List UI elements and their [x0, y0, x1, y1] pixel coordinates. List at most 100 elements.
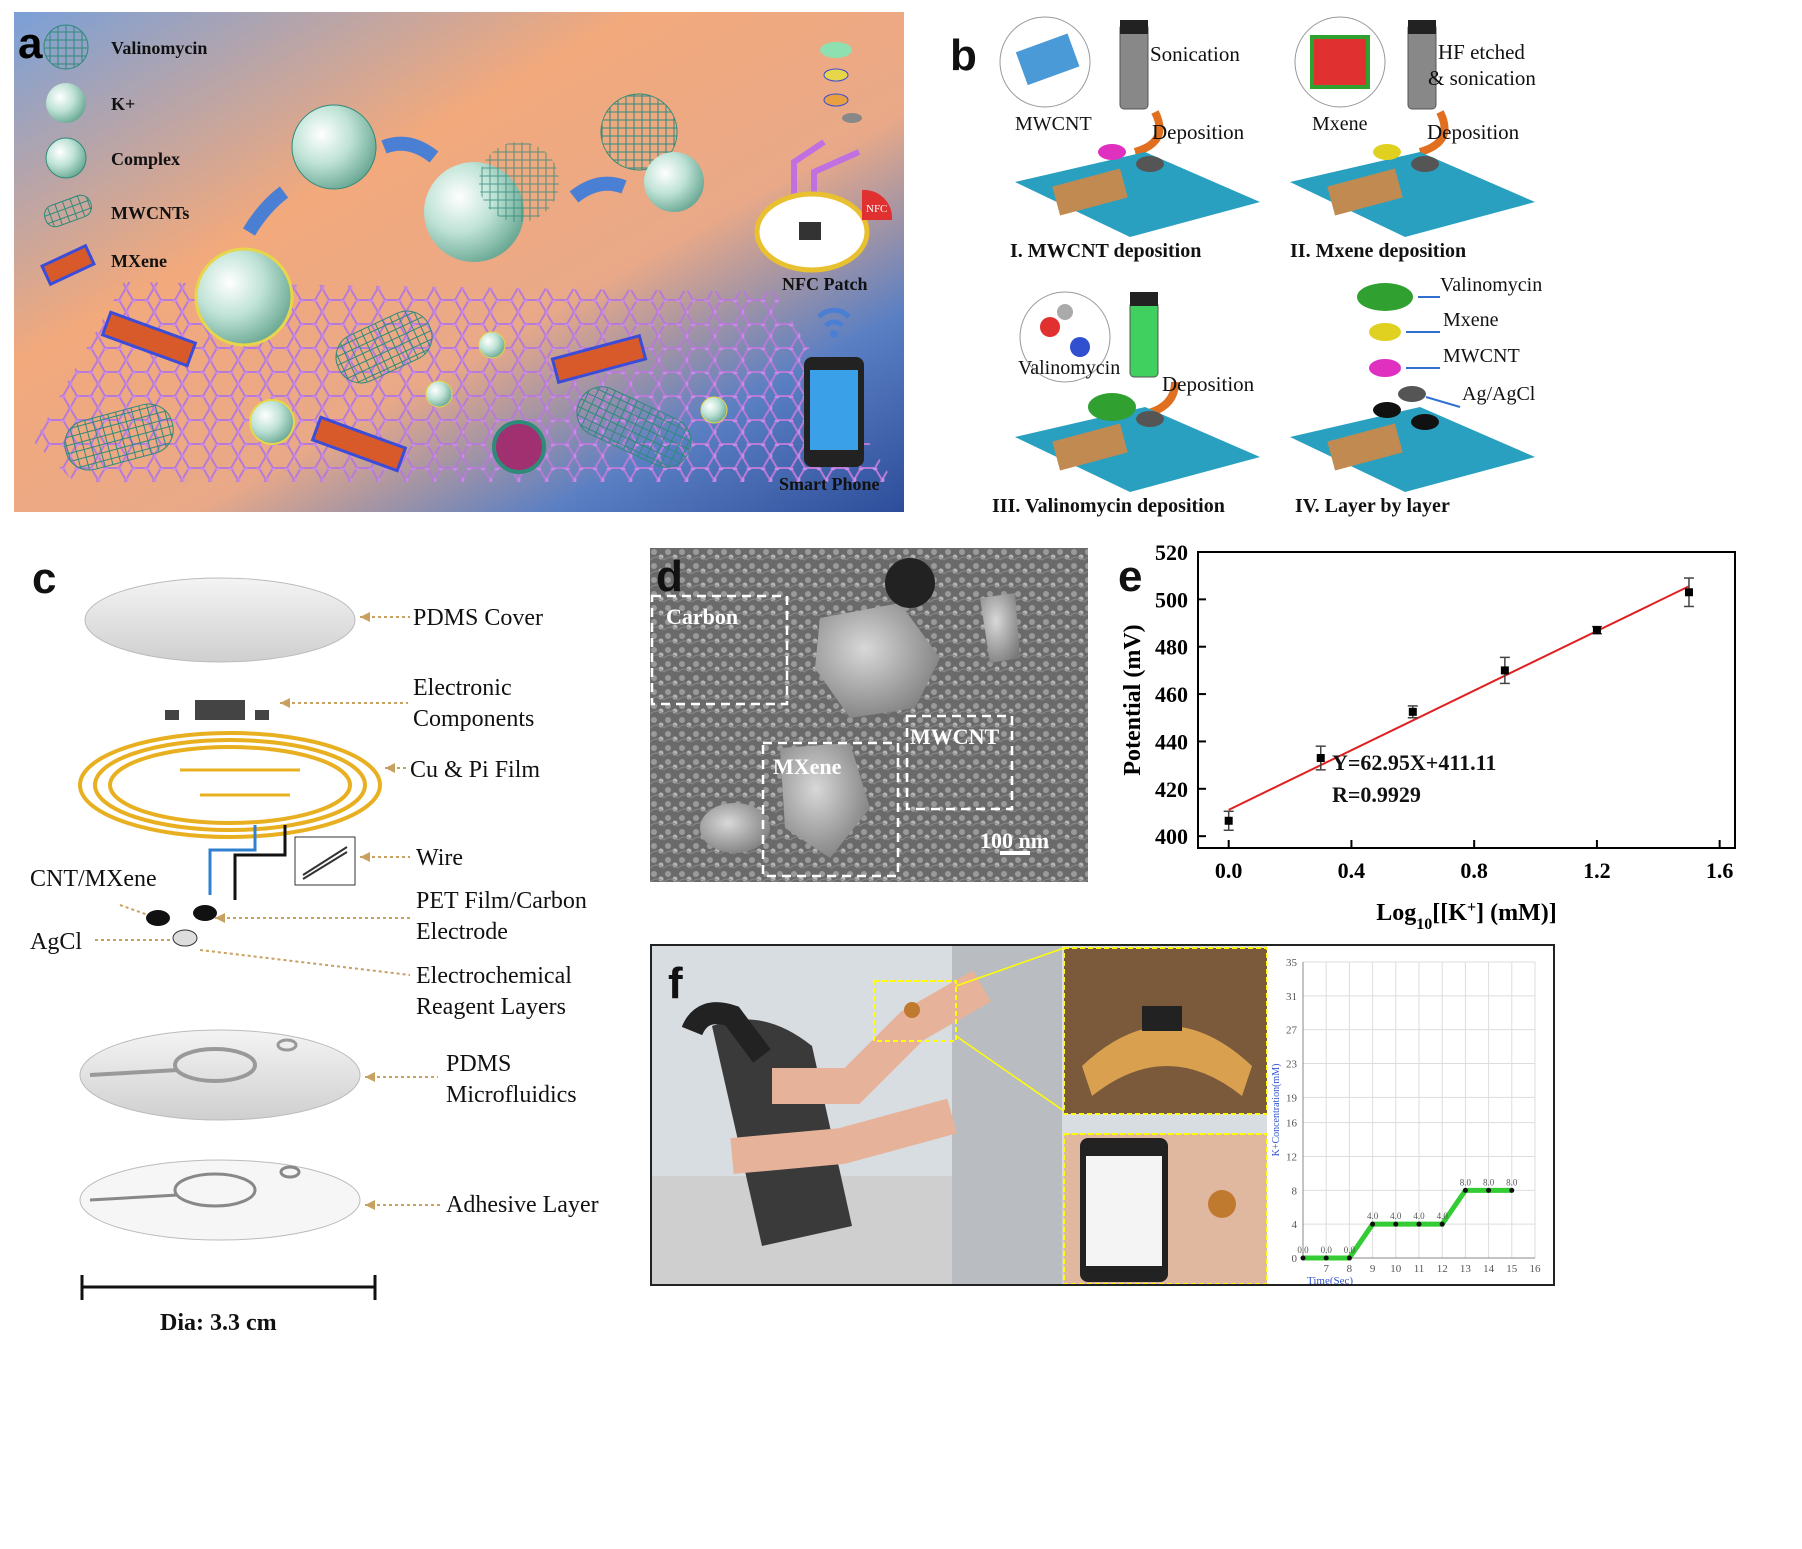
x-label-sub: 10 [1416, 916, 1432, 933]
data-point [1684, 588, 1693, 597]
layer-mwcnt-icon [1369, 359, 1401, 377]
c-adhesive: Adhesive Layer [446, 1192, 599, 1218]
vial-cap-icon [1408, 20, 1436, 34]
data-point [1500, 666, 1509, 675]
arrow-icon [242, 186, 289, 236]
mwcnt-tube [335, 310, 433, 384]
valinomycin-sphere [600, 93, 678, 171]
x-axis-label: Time(Sec) [1307, 1275, 1353, 1284]
chart-f-background [1267, 946, 1553, 1284]
y-tick-label: 27 [1286, 1025, 1298, 1037]
component-icon [255, 710, 269, 720]
b-hf-etched: HF etched [1438, 40, 1525, 64]
valinomycin-icon [43, 24, 89, 70]
cnt-cross-section [492, 420, 546, 474]
b-caption-3: III. Valinomycin deposition [992, 495, 1225, 517]
sem-flake [815, 603, 940, 718]
adhesive-channel [89, 1193, 179, 1202]
layer-agcl-icon [842, 113, 862, 123]
electrode-pad-3 [1052, 423, 1128, 471]
nfc-patch-label: NFC Patch [782, 274, 868, 294]
k-ion-sphere [644, 152, 704, 212]
wire-inset-lines [302, 846, 348, 880]
panel-label-f: f [668, 959, 683, 1008]
agcl-drop-icon [1411, 156, 1439, 172]
data-label: 4.0 [1437, 1211, 1449, 1221]
x-tick-label: 1.2 [1583, 858, 1611, 883]
y-axis-label: K+Concentration(mM) [1271, 1064, 1282, 1157]
x-tick-label: 15 [1506, 1263, 1518, 1275]
b-sonication: Sonication [1150, 42, 1240, 66]
adhesive-outlet [279, 1165, 301, 1179]
b-and-sonication: & sonication [1428, 66, 1536, 90]
c-pet-2: Electrode [416, 919, 508, 945]
wifi-dot-icon [830, 330, 838, 338]
x-axis-label: Log10[[K+] (mM)] [1376, 899, 1556, 933]
wifi-icon [817, 307, 851, 328]
data-point [1509, 1187, 1515, 1193]
y-tick-label: 500 [1155, 587, 1188, 612]
pdms-microfluidics-disc [79, 1029, 361, 1121]
complex-on-sheet [249, 399, 295, 445]
microfluidic-channel [89, 1068, 179, 1077]
y-tick-label: 460 [1155, 682, 1188, 707]
electrode-pad-1 [1052, 168, 1128, 216]
data-point [1300, 1255, 1306, 1261]
substrate-2 [1290, 152, 1535, 237]
data-label: 4.0 [1390, 1211, 1402, 1221]
nfc-tag-text: NFC [866, 203, 887, 215]
data-point [1439, 1221, 1445, 1227]
agcl-drop-icon [1136, 411, 1164, 427]
y-tick-label: 480 [1155, 635, 1188, 660]
legend-mwcnts: MWCNTs [111, 203, 190, 223]
d-mwcnt: MWCNT [910, 724, 1000, 749]
deposition-arrow-icon [1418, 110, 1449, 156]
c-diameter: Dia: 3.3 cm [160, 1310, 277, 1336]
legend-complex: Complex [111, 149, 180, 169]
data-label: 0.0 [1344, 1245, 1356, 1255]
mwcnt-drop-icon [1098, 144, 1126, 160]
c-micro-1: PDMS [446, 1051, 512, 1077]
b-layer-mwcnt: MWCNT [1443, 345, 1520, 367]
agcl-drop-icon [1136, 156, 1164, 172]
data-label: 8.0 [1483, 1177, 1495, 1187]
x-tick-label: 0.4 [1338, 858, 1366, 883]
data-label: 0.0 [1297, 1245, 1309, 1255]
patch-on-arm [904, 1002, 920, 1018]
c-wire: Wire [416, 845, 464, 871]
x-tick-label: 9 [1370, 1263, 1376, 1275]
valinomycin-vial-icon [1129, 301, 1159, 378]
y-tick-label: 8 [1292, 1185, 1298, 1197]
b-mwcnt: MWCNT [1015, 113, 1092, 135]
c-electronic-2: Components [413, 706, 535, 732]
patch-closeup-device [1082, 1026, 1252, 1096]
x-tick-label: 7 [1323, 1263, 1329, 1275]
c-cu-pi: Cu & Pi Film [410, 757, 541, 783]
y-tick-label: 31 [1286, 991, 1297, 1003]
arrow-icon [381, 136, 439, 163]
b-deposition-3: Deposition [1162, 372, 1255, 396]
b-deposition-1: Deposition [1152, 120, 1245, 144]
c-micro-2: Microfluidics [446, 1082, 577, 1108]
wire-blue [208, 825, 257, 895]
k-on-sheet [425, 380, 453, 408]
substrate-1 [1015, 152, 1260, 237]
x-tick-label: 1.6 [1706, 858, 1734, 883]
microfluidic-reservoir [173, 1047, 257, 1083]
y-tick-label: 23 [1286, 1058, 1298, 1070]
data-label: 8.0 [1460, 1177, 1472, 1187]
x-label-part: [[K [1432, 900, 1467, 926]
patch-highlight-box [873, 980, 957, 1042]
y-tick-label: 420 [1155, 777, 1188, 802]
y-tick-label: 16 [1286, 1118, 1298, 1130]
adhesive-cutout [173, 1172, 257, 1208]
forearm-upper [772, 970, 991, 1104]
layer-agcl-icon [1398, 386, 1426, 402]
panel-b: Sonication MWCNT Deposition I. MWCNT dep… [940, 12, 1802, 522]
pointer-arrowheads [215, 612, 395, 1210]
electrode-dot-icon [1411, 414, 1439, 430]
data-label: 8.0 [1506, 1177, 1518, 1187]
concentration-line [1303, 1187, 1512, 1261]
data-point [1370, 1221, 1376, 1227]
